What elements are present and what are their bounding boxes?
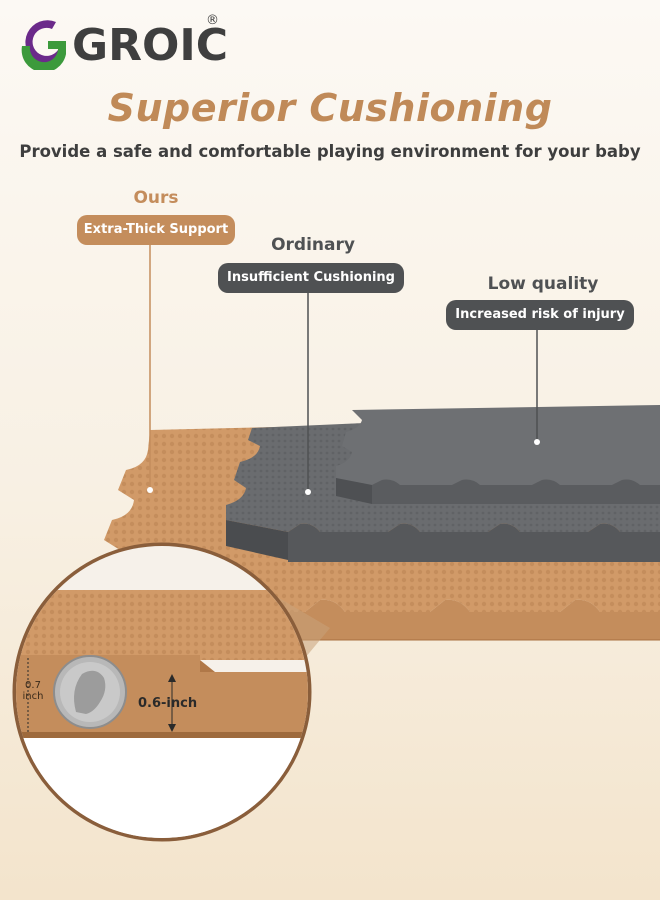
- logo-wordmark: GROIC: [72, 20, 228, 70]
- low-quality-mat: [336, 405, 660, 504]
- low-quality-heading: Low quality: [487, 274, 599, 294]
- page-title: Superior Cushioning: [107, 86, 553, 130]
- ordinary-heading: Ordinary: [271, 235, 355, 255]
- callout-lines: [147, 245, 540, 495]
- coin-dime-icon: [53, 655, 127, 729]
- page-subtitle: Provide a safe and comfortable playing e…: [19, 142, 641, 161]
- ordinary-badge: Insufficient Cushioning: [218, 263, 404, 293]
- thickness-inset: [12, 542, 330, 842]
- other-thickness-value: 0.6-inch: [138, 696, 198, 711]
- logo-g-mark: [21, 20, 66, 70]
- brand-logo: GROIC ®: [21, 13, 228, 70]
- registered-mark: ®: [206, 13, 219, 28]
- low-quality-badge: Increased risk of injury: [446, 300, 634, 330]
- ours-badge: Extra-Thick Support: [77, 215, 235, 245]
- ours-heading: Ours: [133, 188, 179, 208]
